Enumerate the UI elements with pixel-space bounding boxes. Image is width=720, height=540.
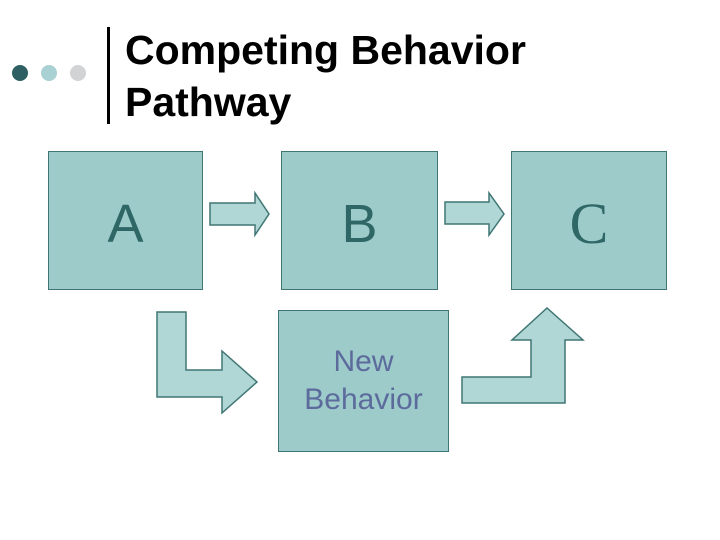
bullet-dot-dark-teal	[12, 65, 28, 81]
box-a-label: A	[107, 193, 144, 254]
bullet-dot-gray	[70, 65, 86, 81]
bullet-dot-light-teal	[41, 65, 57, 81]
arrow-a-to-new-behavior	[156, 311, 259, 415]
title-divider-rule	[107, 27, 110, 124]
arrow-new-behavior-to-c	[461, 306, 585, 404]
box-c: C	[511, 151, 667, 290]
slide-title: Competing Behavior Pathway	[125, 27, 526, 125]
box-b: B	[281, 151, 438, 290]
box-c-label: C	[569, 190, 609, 256]
box-new-behavior: New Behavior	[278, 310, 449, 452]
box-a: A	[48, 151, 203, 290]
box-b-label: B	[341, 193, 378, 254]
arrow-a-to-b	[209, 190, 270, 238]
box-new-behavior-label: New Behavior	[304, 345, 423, 416]
arrow-b-to-c	[444, 190, 505, 238]
